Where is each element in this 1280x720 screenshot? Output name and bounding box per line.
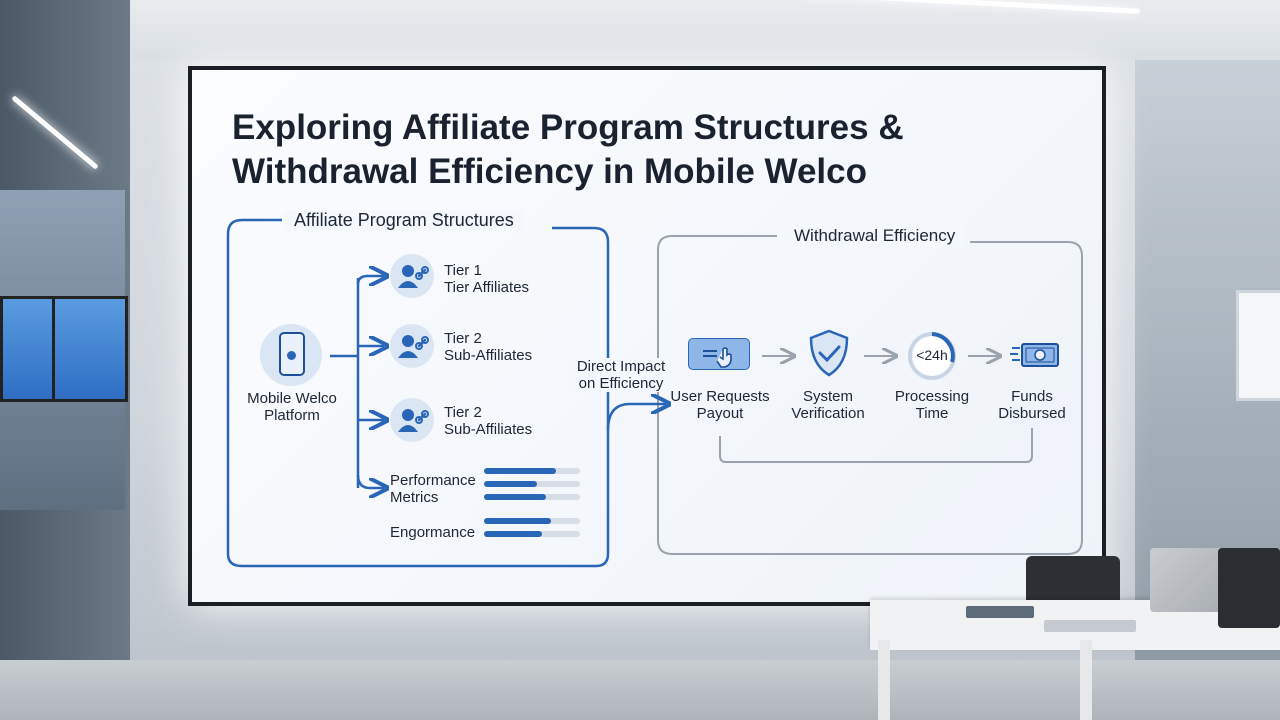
phone-icon (260, 324, 322, 386)
affiliate-link-icon (390, 254, 434, 298)
laptop (1150, 548, 1228, 612)
engormance-label: Engormance (390, 524, 476, 541)
money-icon (1010, 340, 1060, 372)
diagram-connectors (226, 218, 1083, 568)
affiliate-link-icon (390, 398, 434, 442)
affiliate-panel-frame (226, 218, 610, 568)
metrics-label-line-2: Metrics (390, 489, 439, 506)
metric-bar-fill (484, 468, 556, 474)
hand-pointer-icon (688, 338, 750, 370)
metrics-bars (484, 468, 580, 507)
metric-bar-fill (484, 518, 552, 524)
step-verification-line-1: System (802, 388, 853, 405)
metric-bar (484, 468, 580, 474)
tier-2b-subtitle: Sub-Affiliates (444, 421, 533, 438)
impact-connector (606, 404, 666, 431)
tier-2a-title: Tier 2 (444, 330, 482, 347)
branch-metrics (356, 474, 384, 488)
tier-2a-subtitle: Sub-Affiliates (444, 347, 533, 364)
withdrawal-panel-label: Withdrawal Efficiency (784, 226, 966, 246)
floor (0, 660, 1280, 720)
title-line-2: Withdrawal Efficiency in Mobile Welco (232, 152, 867, 191)
affiliate-panel-label: Affiliate Program Structures (284, 210, 524, 231)
metric-bar-fill (484, 481, 537, 487)
metric-bar-fill (484, 494, 547, 500)
tier-2b-title: Tier 2 (444, 404, 482, 421)
step-request-label: User Requests Payout (668, 388, 772, 422)
step-processing-line-2: Time (915, 405, 949, 422)
metric-bar-fill (484, 531, 542, 537)
presentation-screen: Exploring Affiliate Program Structures &… (188, 66, 1106, 606)
impact-label-line-1: Direct Impact (576, 358, 666, 375)
timer-badge: <24h (916, 347, 948, 363)
tier-1-title: Tier 1 (444, 262, 482, 279)
wall-monitor (52, 296, 128, 402)
step-processing-line-1: Processing (894, 388, 970, 405)
step-disbursed-label: Funds Disbursed (988, 388, 1076, 422)
branch-trunk (330, 278, 360, 488)
diagram-title: Exploring Affiliate Program Structures &… (232, 106, 1032, 194)
metric-bar (484, 481, 580, 487)
shield-check-icon (806, 328, 852, 378)
step-verification-line-2: Verification (791, 405, 865, 422)
branch-tier-1 (356, 276, 384, 284)
impact-label: Direct Impact on Efficiency (564, 358, 678, 392)
title-line-1: Exploring Affiliate Program Structures & (232, 108, 904, 147)
metrics-label: Performance Metrics (390, 472, 476, 506)
metrics-label-line-1: Performance (390, 472, 476, 489)
tier-1-label: Tier 1 Tier Affiliates (444, 262, 529, 296)
step-processing-label: Processing Time (884, 388, 980, 422)
tier-2b-label: Tier 2 Sub-Affiliates (444, 404, 532, 438)
metric-bar (484, 494, 580, 500)
tier-1-subtitle: Tier Affiliates (444, 279, 530, 296)
wall-monitor (1236, 290, 1280, 401)
metric-bar (484, 518, 580, 524)
impact-label-line-2: on Efficiency (578, 375, 664, 392)
withdrawal-panel-frame (657, 235, 1083, 555)
notebook (1044, 620, 1136, 632)
timer-icon: <24h (906, 330, 958, 382)
step-disbursed-line-1: Funds (1011, 388, 1053, 405)
step-verification-label: System Verification (782, 388, 874, 422)
tier-2a-label: Tier 2 Sub-Affiliates (444, 330, 532, 364)
step-request-line-2: Payout (696, 405, 744, 422)
desk-leg (878, 640, 890, 720)
platform-label: Mobile Welco Platform (247, 390, 337, 424)
tablet (966, 606, 1034, 618)
step-request-line-1: User Requests (670, 388, 770, 405)
feedback-loop (719, 428, 1033, 463)
affiliate-link-icon (390, 324, 434, 368)
engormance-bars (484, 518, 580, 544)
desk-leg (1080, 640, 1092, 720)
step-disbursed-line-2: Disbursed (998, 405, 1066, 422)
laptop-screen (1218, 548, 1280, 628)
metric-bar (484, 531, 580, 537)
